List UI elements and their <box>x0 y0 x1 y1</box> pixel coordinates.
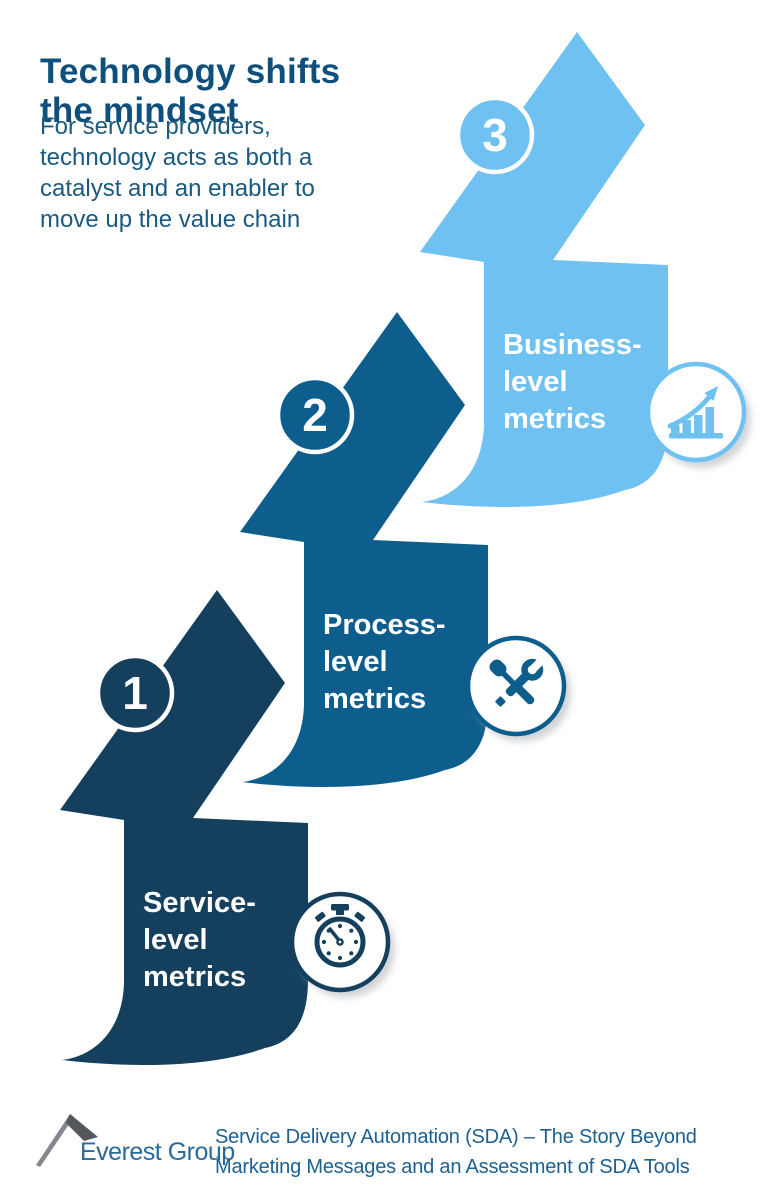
step-2-number-circle <box>275 375 355 455</box>
mountain-peak-icon <box>36 1114 98 1167</box>
step-3-label-line: Business- <box>503 329 642 361</box>
growth-chart-icon <box>667 386 723 439</box>
step-2-label-line: level <box>323 646 388 678</box>
title-line-2: the mindset <box>40 91 239 131</box>
step-group-2: 2 Process- level metrics <box>240 312 488 787</box>
subtitle-line-4: move up the value chain <box>40 206 301 233</box>
wrench-part <box>495 656 546 707</box>
logo-text: Everest Group <box>80 1138 235 1166</box>
step-2-number: 2 <box>302 389 328 441</box>
subtitle-line-1: For service providers, <box>40 113 271 140</box>
title-line-1: Technology shifts <box>40 52 341 92</box>
badge-group-1 <box>289 891 395 998</box>
step-1-label-line: level <box>143 924 208 956</box>
subtitle-line-3: catalyst and an enabler to <box>40 175 315 202</box>
page-subtitle: For service providers, technology acts a… <box>40 111 315 235</box>
step-3-arrow <box>420 32 668 507</box>
step-3-number-circle <box>455 95 535 175</box>
step-2-label-line: Process- <box>323 609 446 641</box>
step-1-label-line: metrics <box>143 961 246 993</box>
caption-line-2: Marketing Messages and an Assessment of … <box>215 1156 690 1178</box>
step-1-number: 1 <box>122 667 148 719</box>
step-1-number-circle <box>95 653 175 733</box>
step-3-label-line: level <box>503 366 568 398</box>
step-group-3: 3 Business- level metrics <box>420 32 668 507</box>
page-title: Technology shifts the mindset <box>40 52 340 130</box>
subtitle-line-2: technology acts as both a <box>40 144 313 171</box>
step-2-label-line: metrics <box>323 683 426 715</box>
step-3-label-line: metrics <box>503 403 606 435</box>
step-group-1: 1 Service- level metrics <box>60 590 308 1065</box>
caption-line-1: Service Delivery Automation (SDA) – The … <box>215 1126 697 1148</box>
step-2-arrow <box>240 312 488 787</box>
step-3-number: 3 <box>482 109 508 161</box>
badge-group-2 <box>465 635 571 742</box>
stopwatch-icon <box>314 904 366 968</box>
badge-group-3 <box>645 361 751 468</box>
step-1-label-line: Service- <box>143 887 256 919</box>
footer-caption: Service Delivery Automation (SDA) – The … <box>215 1122 697 1182</box>
tools-icon <box>489 656 546 707</box>
step-1-arrow <box>60 590 308 1065</box>
